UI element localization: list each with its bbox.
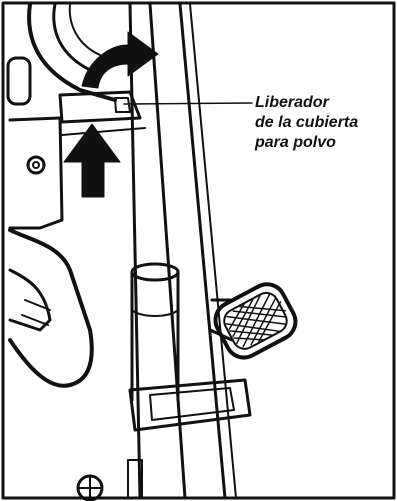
rod-curve-inner [54, 4, 90, 70]
label-line-1: Liberador [255, 93, 395, 113]
rod-curve [29, 4, 115, 100]
pin-inner [33, 162, 39, 168]
label-line-3: para polvo [255, 133, 395, 153]
latch [115, 98, 130, 112]
rod-curve-inner-2 [70, 4, 100, 55]
clamp [130, 380, 250, 430]
cylinder-top [132, 264, 178, 280]
label-line-2: de la cubierta [255, 113, 395, 133]
tab-upper-left [8, 58, 30, 104]
clamp-inner [150, 388, 234, 420]
rail-right-b [190, 4, 236, 498]
curved-arrow-icon [82, 32, 158, 88]
lower-receiver [10, 230, 92, 386]
lower-detail [10, 270, 50, 330]
callout-leader [124, 103, 252, 104]
dust-cover-release-label: Liberador de la cubierta para polvo [255, 93, 395, 153]
pin [28, 157, 44, 173]
